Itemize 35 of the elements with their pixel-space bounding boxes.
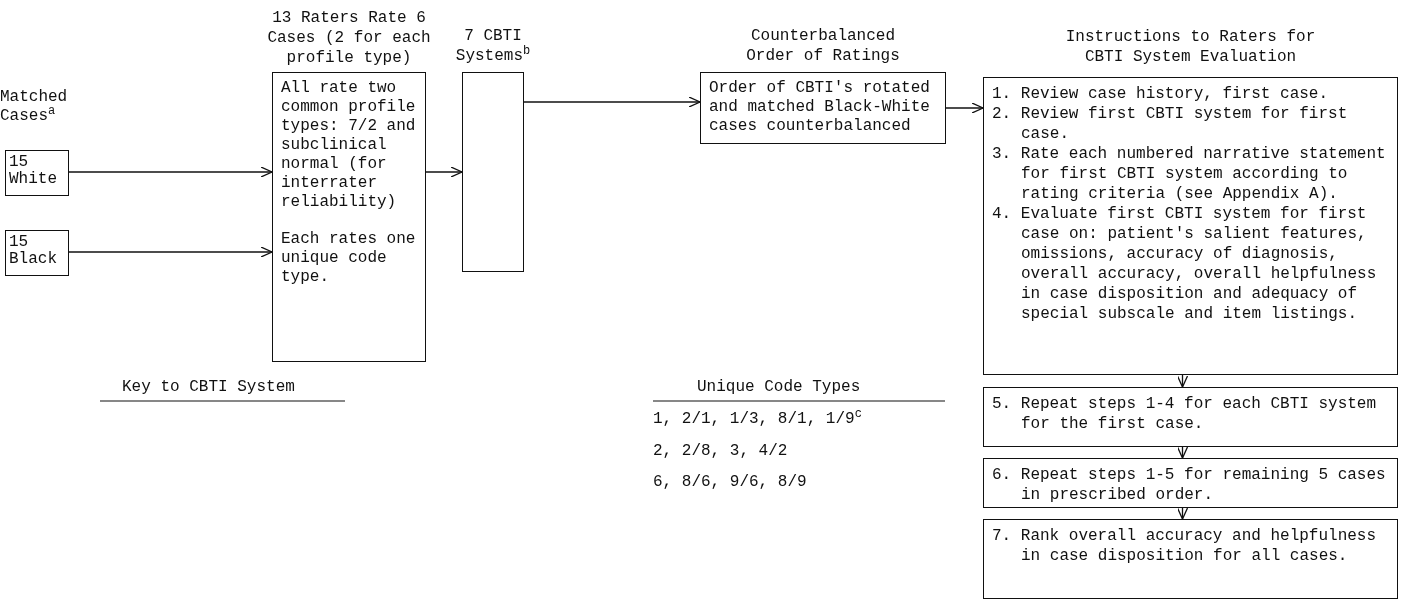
group-heading: Matched Cases$^{a}$ [0,88,69,126]
box-text: 6. Repeat steps 1-5 for remaining 5 cases in prescribed order. [992,465,1387,505]
table-heading: Key to CBTI System [122,378,295,397]
box-text: 7. Rank overall accuracy and helpfulness in case disposition for all cases. [992,526,1378,566]
table-heading: Unique Code Types [697,378,861,397]
column-heading: 7 CBTI Systems$^{b}$ [454,26,532,67]
code-list-row: 2, 2/8, 3, 4/2 [653,442,788,461]
column-heading: 13 Raters Rate 6 Cases (2 for each profile type) [266,8,432,69]
arrow [425,166,463,178]
arrow [68,166,273,178]
box-text: Each rates one unique code type. [281,230,417,287]
box-text: 1. Review case history, first case. [992,84,1330,104]
process-box [983,387,1398,447]
arrow [1176,507,1189,520]
box-text: 2. Review first CBTI system for first case. [992,104,1349,144]
box-text: 15 White [9,154,58,188]
arrow [1176,446,1189,459]
code-list-row: 6, 8/6, 9/6, 8/9 [653,473,807,492]
arrow [945,102,984,114]
box-text: 4. Evaluate first CBTI system for first case on: patient's salient features, omissions, accuracy of diagnosis, overall accuracy, overall helpfulness in case disposition and adequacy of special subscale and item listings. [992,204,1378,324]
process-box [5,150,69,196]
arrow [1176,374,1189,388]
process-box [983,458,1398,508]
process-box [983,519,1398,599]
box-text: Order of CBTI's rotated and matched Black-White cases counterbalanced [709,79,931,136]
code-list-row: 1, 2/1, 1/3, 8/1, 1/9$^{c}$ [653,410,862,429]
column-heading: Instructions to Raters for CBTI System Evaluation [1064,27,1317,68]
box-text: 3. Rate each numbered narrative statement for first CBTI system according to rating criteria (see Appendix A). [992,144,1387,204]
process-box [5,230,69,276]
box-text: 15 Black [9,234,58,268]
box-text: All rate two common profile types: 7/2 and subclinical normal (for interrater reliability) [281,79,417,212]
column-heading: Counterbalanced Order of Ratings [745,26,901,67]
arrow [523,96,701,108]
box-text: 5. Repeat steps 1-4 for each CBTI system for the first case. [992,394,1378,434]
arrow [68,246,273,258]
